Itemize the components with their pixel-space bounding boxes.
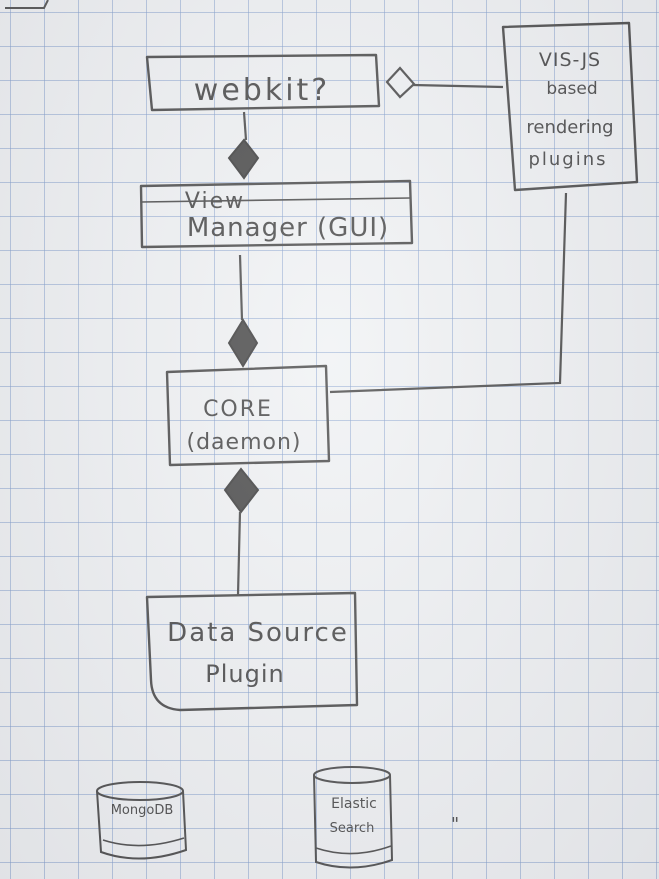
- view-core-connector: [238, 254, 244, 321]
- core-node: CORE (daemon): [165, 364, 331, 467]
- view-manager-line-1: View: [185, 189, 245, 214]
- composition-diamond-3: [223, 467, 260, 514]
- visjs-line-3: rendering: [526, 117, 613, 138]
- elasticsearch-database-icon: Elastic Search: [313, 766, 394, 869]
- visjs-core-connector: [329, 192, 568, 394]
- webkit-node: webkit?: [145, 53, 381, 112]
- data-source-node: Data Source Plugin: [145, 591, 359, 712]
- view-manager-node: View Manager (GUI): [139, 179, 414, 249]
- webkit-view-connector: [242, 111, 248, 141]
- mongodb-label: MongoDB: [111, 803, 174, 818]
- aggregation-diamond-hollow: [385, 66, 416, 99]
- elasticsearch-line-1: Elastic: [331, 796, 377, 812]
- core-line-2: (daemon): [187, 430, 302, 455]
- visjs-node: VIS-JS based rendering plugins: [501, 21, 639, 192]
- visjs-line-2: based: [546, 79, 597, 99]
- visjs-line-4: plugins: [528, 149, 607, 170]
- visjs-line-1: VIS-JS: [539, 49, 601, 71]
- webkit-label: webkit?: [194, 73, 330, 108]
- data-source-line-1: Data Source: [167, 618, 349, 648]
- core-line-1: CORE: [203, 397, 273, 422]
- mongodb-database-icon: MongoDB: [96, 781, 188, 860]
- stray-mark: ": [451, 814, 459, 835]
- elasticsearch-line-2: Search: [330, 821, 375, 836]
- composition-diamond-2: [227, 318, 259, 368]
- visjs-webkit-connector: [412, 83, 504, 89]
- core-datasource-connector: [236, 511, 242, 596]
- data-source-line-2: Plugin: [205, 660, 284, 688]
- composition-diamond-1: [227, 138, 260, 180]
- corner-mark: [5, 0, 49, 9]
- view-manager-line-2: Manager (GUI): [187, 213, 389, 243]
